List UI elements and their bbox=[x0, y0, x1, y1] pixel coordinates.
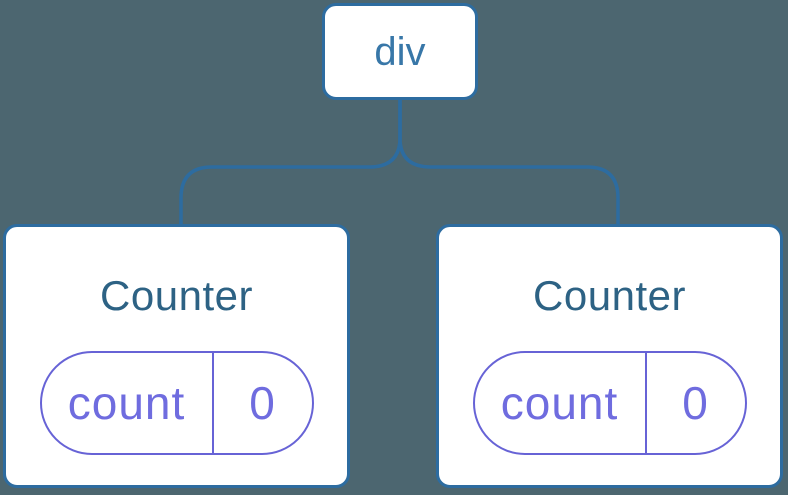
root-node: div bbox=[322, 3, 478, 100]
state-value: 0 bbox=[682, 377, 709, 429]
connector-branch-left bbox=[179, 100, 402, 226]
counter-title: Counter bbox=[100, 272, 253, 319]
state-pill: count 0 bbox=[472, 351, 747, 455]
connector-branch-right bbox=[398, 100, 620, 226]
state-key: count bbox=[475, 353, 647, 453]
state-value: 0 bbox=[249, 377, 276, 429]
root-node-label: div bbox=[374, 29, 426, 74]
counter-title: Counter bbox=[533, 272, 686, 319]
counter-card-left: Counter count 0 bbox=[3, 224, 350, 488]
counter-card-right: Counter count 0 bbox=[436, 224, 783, 488]
state-pill: count 0 bbox=[39, 351, 314, 455]
state-key: count bbox=[42, 353, 214, 453]
